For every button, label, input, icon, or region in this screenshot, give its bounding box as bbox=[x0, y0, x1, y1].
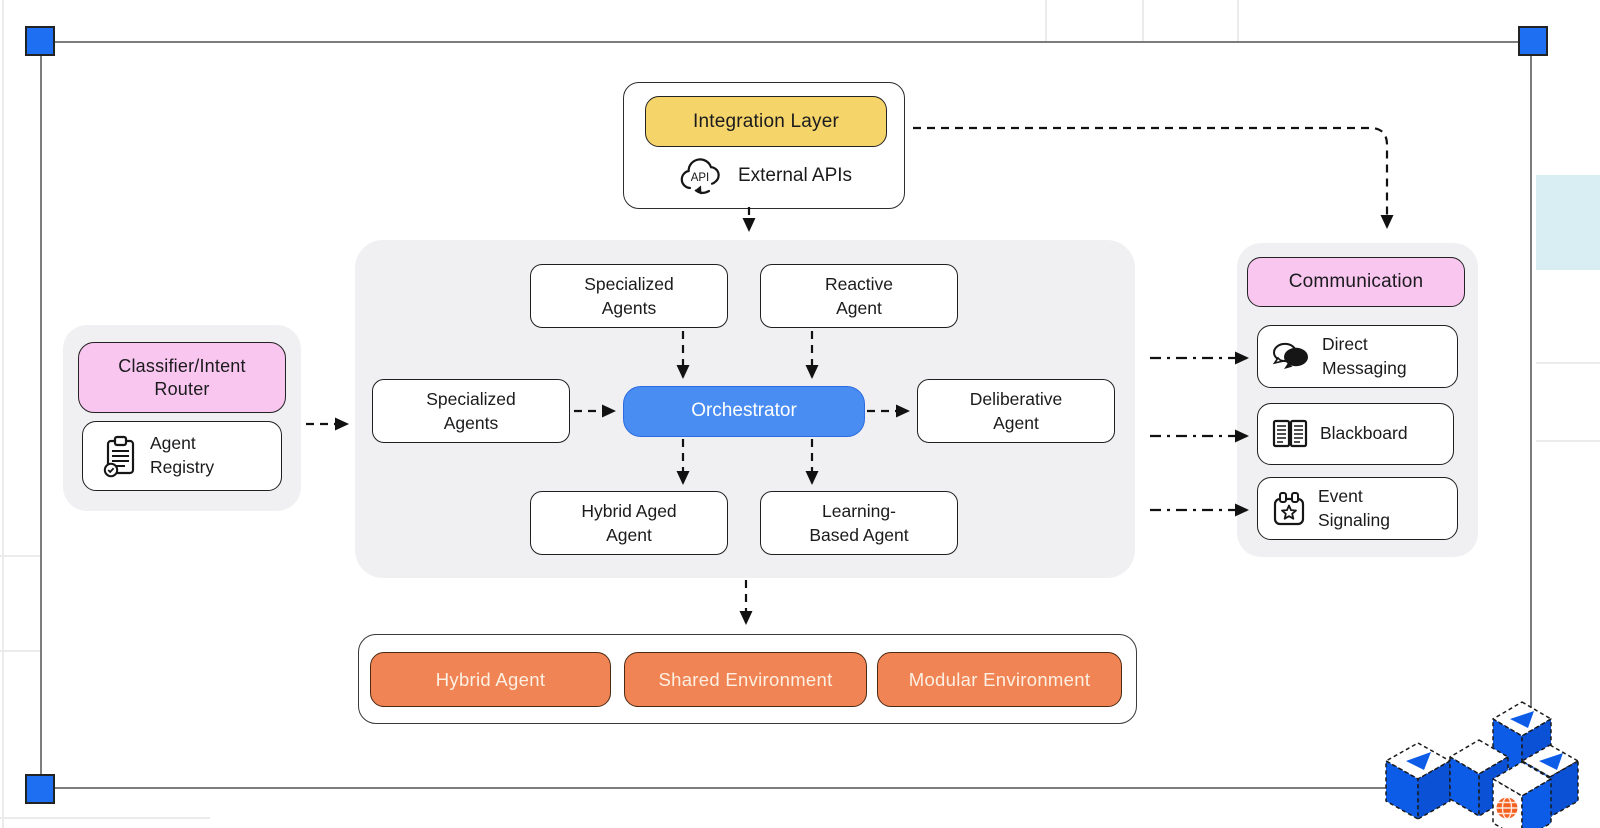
globe-icon bbox=[1496, 796, 1518, 820]
event-signaling-node[interactable]: Event Signaling bbox=[1257, 477, 1458, 540]
shared-environment-node[interactable]: Shared Environment bbox=[624, 652, 867, 707]
agent-registry-label: Agent Registry bbox=[150, 433, 215, 477]
open-book-icon bbox=[1272, 419, 1308, 448]
canvas-grid-line bbox=[0, 817, 210, 819]
canvas-grid-line bbox=[1536, 440, 1600, 442]
svg-text:API: API bbox=[691, 172, 710, 184]
hybrid-aged-agent-node[interactable]: Hybrid Aged Agent bbox=[530, 491, 728, 555]
neighbor-frame-cyan bbox=[1536, 175, 1600, 270]
canvas-grid-line bbox=[2, 0, 4, 828]
canvas-grid-line bbox=[1237, 0, 1239, 41]
external-apis-label: External APIs bbox=[737, 165, 853, 186]
hybrid-agent-node[interactable]: Hybrid Agent bbox=[370, 652, 611, 707]
selection-handle-top-left[interactable] bbox=[25, 26, 55, 56]
canvas-grid-line bbox=[0, 650, 40, 652]
reactive-agent-node[interactable]: Reactive Agent bbox=[760, 264, 958, 328]
blackboard-node[interactable]: Blackboard bbox=[1257, 403, 1454, 465]
classifier-intent-router-node[interactable]: Classifier/Intent Router bbox=[78, 342, 286, 413]
selection-handle-bottom-left[interactable] bbox=[25, 774, 55, 804]
api-cloud-icon: API bbox=[680, 158, 720, 195]
calendar-star-icon bbox=[1273, 491, 1305, 525]
modular-environment-node[interactable]: Modular Environment bbox=[877, 652, 1122, 707]
communication-node[interactable]: Communication bbox=[1247, 257, 1465, 307]
specialized-agents-left-node[interactable]: Specialized Agents bbox=[372, 379, 570, 443]
integration-layer-label: Integration Layer bbox=[693, 110, 839, 132]
selection-handle-top-right[interactable] bbox=[1518, 26, 1548, 56]
chat-bubbles-icon bbox=[1272, 342, 1308, 369]
communication-label: Communication bbox=[1288, 271, 1424, 292]
learning-based-agent-node[interactable]: Learning-Based Agent bbox=[760, 491, 958, 555]
canvas-grid-line bbox=[0, 555, 40, 557]
clipboard-icon bbox=[103, 435, 135, 478]
agent-registry-node[interactable]: Agent Registry bbox=[82, 421, 282, 491]
integration-layer-node[interactable]: Integration Layer bbox=[645, 96, 887, 147]
specialized-agents-top-node[interactable]: Specialized Agents bbox=[530, 264, 728, 328]
orchestrator-node[interactable]: Orchestrator bbox=[623, 386, 865, 437]
classifier-intent-router-label: Classifier/Intent Router bbox=[118, 356, 246, 399]
direct-messaging-node[interactable]: Direct Messaging bbox=[1257, 325, 1458, 388]
deliberative-agent-node[interactable]: Deliberative Agent bbox=[917, 379, 1115, 443]
canvas-grid-line bbox=[1045, 0, 1047, 41]
canvas-grid-line bbox=[1536, 362, 1600, 364]
canvas-grid-line bbox=[1142, 0, 1144, 41]
external-apis-row[interactable]: API External APIs bbox=[640, 151, 890, 201]
